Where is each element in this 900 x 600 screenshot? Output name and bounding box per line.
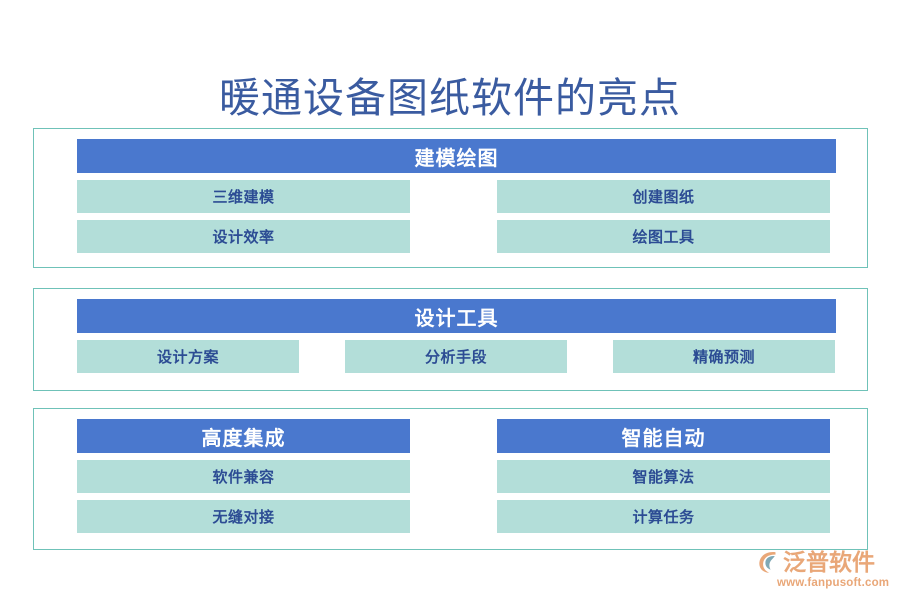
- brand-url: www.fanpusoft.com: [777, 577, 890, 589]
- brand-logo-row: 泛普软件: [755, 548, 895, 576]
- feature-item[interactable]: 分析手段: [345, 340, 567, 373]
- section-card-design-tools: 设计工具 设计方案 分析手段 精确预测: [33, 288, 868, 391]
- brand-logo: 泛普软件 www.fanpusoft.com: [755, 548, 895, 592]
- feature-item[interactable]: 精确预测: [613, 340, 835, 373]
- feature-item[interactable]: 智能算法: [497, 460, 830, 493]
- feature-item[interactable]: 绘图工具: [497, 220, 830, 253]
- brand-name: 泛普软件: [783, 549, 875, 575]
- feature-item[interactable]: 计算任务: [497, 500, 830, 533]
- section-card-modeling: 建模绘图 三维建模 设计效率 创建图纸 绘图工具: [33, 128, 868, 268]
- section-header-modeling: 建模绘图: [77, 139, 836, 173]
- section-card-integration-automation: 高度集成 软件兼容 无缝对接 智能自动 智能算法 计算任务: [33, 408, 868, 550]
- feature-item[interactable]: 三维建模: [77, 180, 410, 213]
- feature-item[interactable]: 设计方案: [77, 340, 299, 373]
- feature-item[interactable]: 软件兼容: [77, 460, 410, 493]
- page-title: 暖通设备图纸软件的亮点: [219, 75, 681, 121]
- feature-item[interactable]: 无缝对接: [77, 500, 410, 533]
- feature-item[interactable]: 创建图纸: [497, 180, 830, 213]
- section-header-integration: 高度集成: [77, 419, 410, 453]
- feature-item[interactable]: 设计效率: [77, 220, 410, 253]
- section-header-automation: 智能自动: [497, 419, 830, 453]
- fanpu-leaf-logo-icon: [755, 549, 781, 575]
- section-header-design-tools: 设计工具: [77, 299, 836, 333]
